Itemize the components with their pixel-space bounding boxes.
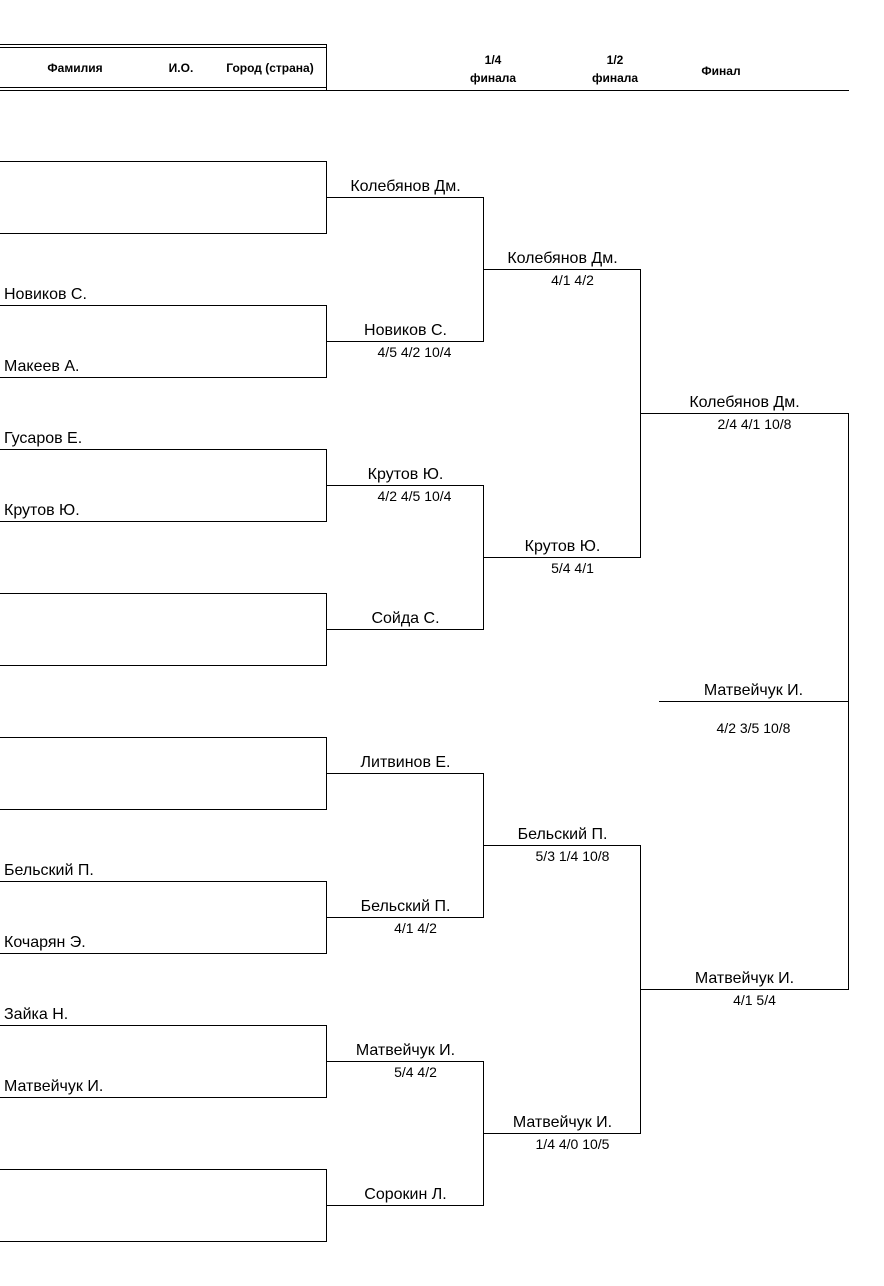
qf-name: Новиков С. bbox=[364, 322, 447, 339]
slot-line bbox=[0, 953, 327, 954]
slot-line bbox=[0, 881, 327, 882]
sf-name: Матвейчук И. bbox=[512, 1114, 613, 1131]
champion-score: 4/2 3/5 10/8 bbox=[716, 720, 791, 736]
sf-line bbox=[484, 269, 641, 270]
qf-line bbox=[327, 341, 484, 342]
slot-line bbox=[0, 521, 327, 522]
sf-score: 5/4 4/1 bbox=[551, 560, 594, 576]
champion-line bbox=[659, 701, 849, 702]
header-quarter-1: 1/4 bbox=[484, 53, 502, 67]
slot-line bbox=[0, 1025, 327, 1026]
qf-line bbox=[327, 1061, 484, 1062]
player-name: Макеев А. bbox=[4, 358, 80, 375]
match-bracket bbox=[326, 593, 327, 666]
finalist-name: Матвейчук И. bbox=[694, 970, 795, 987]
sf-line bbox=[484, 845, 641, 846]
qf-name: Матвейчук И. bbox=[355, 1042, 456, 1059]
sf-name: Крутов Ю. bbox=[524, 538, 601, 555]
slot-line bbox=[0, 161, 327, 162]
player-name: Крутов Ю. bbox=[4, 502, 80, 519]
slot-line bbox=[0, 1097, 327, 1098]
slot-line bbox=[0, 305, 327, 306]
header-quarter-2: финала bbox=[469, 71, 517, 85]
qf-line bbox=[327, 197, 484, 198]
final-line bbox=[641, 989, 849, 990]
qf-score: 4/1 4/2 bbox=[394, 920, 437, 936]
header-initials: И.О. bbox=[168, 61, 194, 75]
match-bracket bbox=[326, 1169, 327, 1242]
player-name: Бельский П. bbox=[4, 862, 94, 879]
slot-line bbox=[0, 233, 327, 234]
match-bracket bbox=[326, 1025, 327, 1098]
header-line-bottom-1 bbox=[0, 87, 327, 88]
qf-score: 4/5 4/2 10/4 bbox=[377, 344, 452, 360]
slot-line bbox=[0, 1241, 327, 1242]
qf-line bbox=[327, 917, 484, 918]
sf-score: 4/1 4/2 bbox=[551, 272, 594, 288]
header-line-top-1 bbox=[0, 44, 327, 45]
qf-name: Литвинов Е. bbox=[360, 754, 451, 771]
slot-line bbox=[0, 449, 327, 450]
qf-line bbox=[327, 1205, 484, 1206]
qf-name: Сорокин Л. bbox=[364, 1186, 447, 1203]
player-name: Гусаров Е. bbox=[4, 430, 83, 447]
slot-line bbox=[0, 593, 327, 594]
player-name: Зайка Н. bbox=[4, 1006, 69, 1023]
header-surname: Фамилия bbox=[47, 61, 103, 75]
sf-score: 1/4 4/0 10/5 bbox=[535, 1136, 610, 1152]
slot-line bbox=[0, 377, 327, 378]
header-line-bottom-2 bbox=[0, 90, 849, 91]
player-name: Новиков С. bbox=[4, 286, 87, 303]
player-name: Кочарян Э. bbox=[4, 934, 86, 951]
sf-score: 5/3 1/4 10/8 bbox=[535, 848, 610, 864]
header-divider bbox=[326, 44, 327, 91]
header-final: Финал bbox=[701, 64, 741, 78]
slot-line bbox=[0, 737, 327, 738]
qf-name: Сойда С. bbox=[371, 610, 440, 627]
qf-bracket bbox=[483, 485, 484, 630]
qf-line bbox=[327, 773, 484, 774]
match-bracket bbox=[326, 305, 327, 378]
qf-name: Крутов Ю. bbox=[367, 466, 444, 483]
sf-name: Колебянов Дм. bbox=[507, 250, 618, 267]
match-bracket bbox=[326, 737, 327, 810]
sf-line bbox=[484, 557, 641, 558]
qf-name: Колебянов Дм. bbox=[350, 178, 461, 195]
qf-score: 4/2 4/5 10/4 bbox=[377, 488, 452, 504]
qf-bracket bbox=[483, 773, 484, 918]
qf-line bbox=[327, 629, 484, 630]
finalist-score: 2/4 4/1 10/8 bbox=[717, 416, 792, 432]
finalist-score: 4/1 5/4 bbox=[733, 992, 776, 1008]
slot-line bbox=[0, 809, 327, 810]
sf-name: Бельский П. bbox=[517, 826, 608, 843]
header-semi-2: финала bbox=[591, 71, 639, 85]
header-semi-1: 1/2 bbox=[606, 53, 624, 67]
sf-bracket bbox=[640, 269, 641, 558]
header-city: Город (страна) bbox=[226, 61, 314, 75]
slot-line bbox=[0, 1169, 327, 1170]
sf-line bbox=[484, 1133, 641, 1134]
qf-bracket bbox=[483, 197, 484, 342]
match-bracket bbox=[326, 881, 327, 954]
champion-name: Матвейчук И. bbox=[703, 682, 804, 699]
qf-line bbox=[327, 485, 484, 486]
sf-bracket bbox=[640, 845, 641, 1134]
finalist-name: Колебянов Дм. bbox=[689, 394, 800, 411]
match-bracket bbox=[326, 449, 327, 522]
match-bracket bbox=[326, 161, 327, 234]
slot-line bbox=[0, 665, 327, 666]
final-line bbox=[641, 413, 849, 414]
qf-name: Бельский П. bbox=[360, 898, 451, 915]
qf-score: 5/4 4/2 bbox=[394, 1064, 437, 1080]
header-line-top-2 bbox=[0, 47, 327, 48]
player-name: Матвейчук И. bbox=[4, 1078, 104, 1095]
qf-bracket bbox=[483, 1061, 484, 1206]
